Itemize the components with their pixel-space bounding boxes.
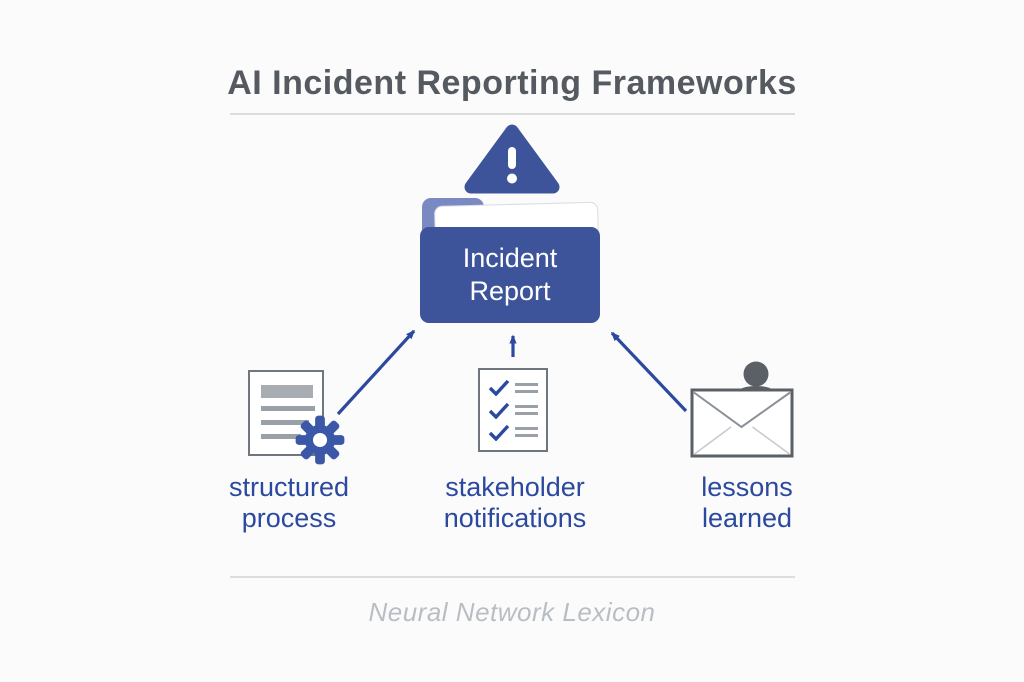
- document-line: [261, 420, 309, 425]
- folder-label: Incident Report: [462, 243, 558, 306]
- checklist-row: [488, 379, 538, 397]
- checklist-icon: [478, 368, 548, 452]
- checkmark-icon: [488, 424, 510, 441]
- page-title: AI Incident Reporting Frameworks: [227, 64, 797, 102]
- incident-report-folder: Incident Report: [420, 198, 600, 323]
- document-line: [261, 406, 315, 411]
- label-stakeholder-notifications: stakeholder notifications: [443, 472, 587, 533]
- gear-icon: [295, 415, 345, 465]
- label-lessons-learned: lessons learned: [701, 472, 793, 533]
- checkmark-icon: [488, 380, 510, 397]
- footer-caption: Neural Network Lexicon: [368, 597, 656, 627]
- checkmark-icon: [488, 402, 510, 419]
- envelope-person-icon: [690, 361, 794, 458]
- folder-front: Incident Report: [420, 227, 600, 323]
- checklist-row: [488, 402, 538, 419]
- checklist-lines: [515, 382, 538, 393]
- arrow-lessons-learned: [610, 331, 688, 413]
- document-line: [261, 434, 301, 439]
- title-divider: [230, 113, 795, 115]
- label-structured-process: structured process: [228, 472, 350, 533]
- warning-triangle-icon: [464, 124, 560, 194]
- document-header-bar: [261, 385, 313, 398]
- footer-divider: [230, 576, 795, 578]
- document-gear-icon: [248, 370, 345, 465]
- checklist-row: [488, 424, 538, 441]
- checklist-lines: [515, 405, 538, 415]
- arrow-structured-process: [336, 329, 416, 416]
- checklist-lines: [515, 427, 538, 438]
